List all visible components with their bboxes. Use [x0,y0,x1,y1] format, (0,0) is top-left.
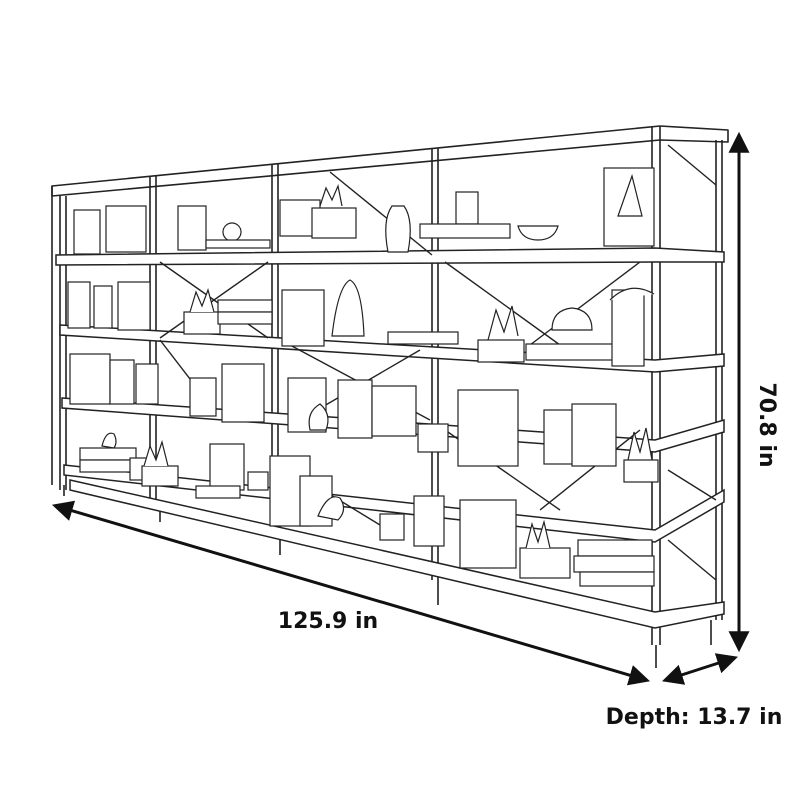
depth-label: Depth: 13.7 in [606,705,783,730]
bookshelf-frame [51,125,729,668]
depth-arrow [662,653,738,685]
width-label: 125.9 in [278,609,378,634]
width-arrow [51,500,651,686]
dimension-arrows [51,131,750,686]
height-label: 70.8 in [754,382,779,467]
